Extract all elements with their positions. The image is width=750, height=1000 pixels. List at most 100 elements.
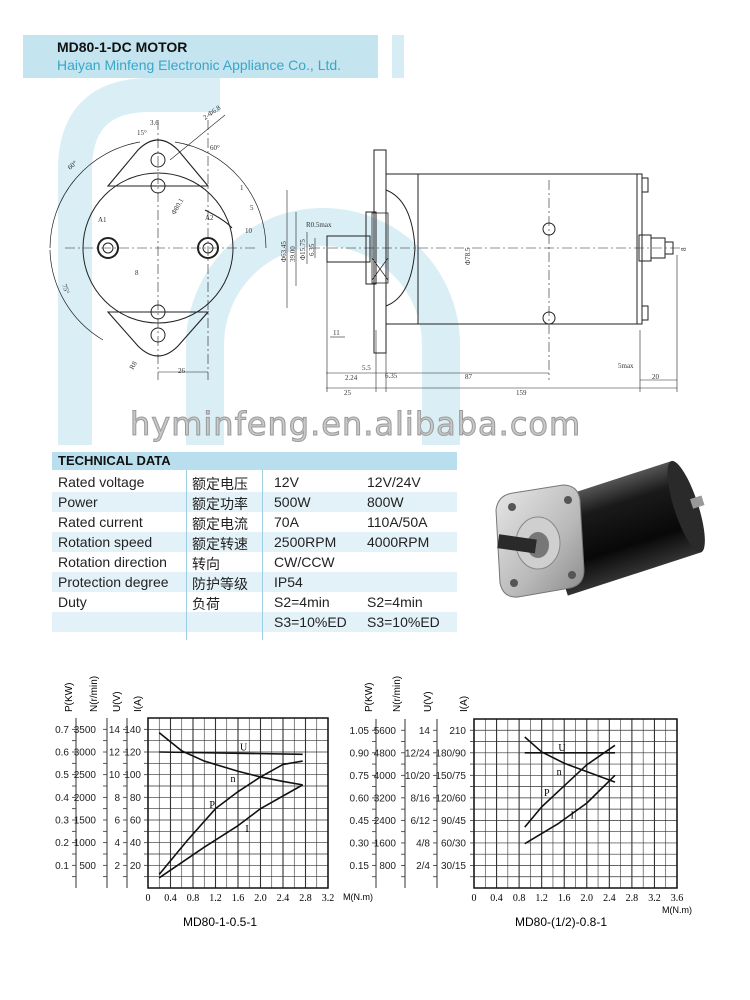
y-tick-label: 0.7 [55, 725, 69, 736]
y-tick-label: 0.15 [350, 861, 370, 872]
dim-label: 1 [240, 184, 244, 192]
dim-label: 5 [250, 204, 254, 212]
y-tick-label: 0.30 [350, 838, 370, 849]
x-tick-label: 0.8 [513, 893, 526, 904]
y-tick-label: 10/20 [405, 771, 430, 782]
dim-label: 25 [344, 389, 352, 397]
y-tick-label: 4000 [374, 771, 397, 782]
y-tick-label: 14 [419, 726, 431, 737]
series-line-I [158, 784, 304, 879]
series-label: P [544, 788, 550, 799]
y-tick-label: 3000 [74, 748, 97, 759]
y-tick-label: 0.6 [55, 748, 69, 759]
spec-label: Rated voltage [58, 474, 145, 490]
x-tick-label: 0.8 [187, 893, 200, 904]
y-tick-label: 80 [130, 793, 142, 804]
x-tick-label: 3.2 [322, 893, 335, 904]
spec-label-cn: 额定转速 [192, 536, 248, 552]
y-tick-label: 4/8 [416, 838, 430, 849]
plot-frame [147, 717, 329, 889]
dim-label: 6.35 [308, 243, 316, 256]
y-tick-label: 60 [130, 816, 142, 827]
y-tick-label: 14 [109, 725, 121, 736]
dim-label: 11 [333, 329, 340, 337]
x-tick-label: 2.0 [581, 893, 594, 904]
y-tick-label: 0.1 [55, 861, 69, 872]
x-tick-label: 2.0 [254, 893, 267, 904]
x-axis-label: M(N.m) [662, 905, 692, 915]
spec-value-12v: 2500RPM [274, 534, 337, 550]
y-axis-label: P(KW) [364, 683, 375, 712]
spec-value-12v: CW/CCW [274, 554, 335, 570]
company-name: Haiyan Minfeng Electronic Appliance Co.,… [57, 57, 342, 73]
series-label: n [230, 774, 235, 785]
spec-value-alt: 800W [367, 494, 404, 510]
dim-label: Φ78.5 [464, 247, 472, 265]
x-axis-label: M(N.m) [343, 892, 373, 902]
column-divider [262, 470, 263, 640]
spec-value-12v: 70A [274, 514, 299, 530]
y-tick-label: 1600 [374, 838, 397, 849]
x-tick-label: 1.6 [558, 893, 571, 904]
side-view-dimensions: Φ63.45 39.00 Φ15.75 6.35 R0.5max Φ78.5 1… [280, 221, 688, 397]
dim-label: 8 [135, 269, 139, 277]
y-tick-label: 6 [114, 816, 120, 827]
dim-label: A2 [205, 214, 214, 222]
spec-value-12v: IP54 [274, 574, 303, 590]
y-tick-label: 12/24 [405, 748, 430, 759]
y-tick-label: 3500 [74, 725, 97, 736]
x-tick-label: 1.6 [232, 893, 245, 904]
spec-label: Rotation speed [58, 534, 153, 550]
spec-label: Duty [58, 594, 87, 610]
y-tick-label: 90/45 [441, 816, 466, 827]
x-tick-label: 1.2 [535, 893, 548, 904]
y-tick-label: 20 [130, 861, 142, 872]
spec-value-12v: 500W [274, 494, 311, 510]
header-band [23, 35, 378, 78]
series-label: U [558, 743, 566, 754]
spec-label: Rated current [58, 514, 143, 530]
spec-label: Rotation direction [58, 554, 167, 570]
y-tick-label: 0.2 [55, 838, 69, 849]
y-axis-label: P(KW) [64, 683, 75, 712]
technical-data-heading: TECHNICAL DATA [52, 452, 457, 470]
series-label: P [209, 800, 215, 811]
x-tick-label: 0 [472, 893, 477, 904]
x-tick-label: 2.8 [299, 893, 312, 904]
y-tick-label: 180/90 [435, 748, 466, 759]
y-tick-label: 800 [379, 861, 396, 872]
series-line-P [158, 760, 303, 875]
y-tick-label: 2/4 [416, 861, 430, 872]
y-axis-label: I(A) [133, 696, 144, 712]
y-tick-label: 210 [449, 726, 466, 737]
y-tick-label: 1500 [74, 816, 97, 827]
spec-label-cn: 转向 [192, 556, 220, 572]
x-tick-label: 2.4 [277, 893, 290, 904]
front-view-dimensions: 3.6 15° 2-Φ6.8 60° 60° Φ80.1 A1 A2 75° 8… [60, 104, 254, 375]
dim-label: 26 [178, 367, 186, 375]
x-tick-label: 3.6 [671, 893, 684, 904]
x-tick-label: 1.2 [209, 893, 222, 904]
dim-label: A1 [98, 216, 107, 224]
y-tick-label: 0.5 [55, 770, 69, 781]
y-tick-label: 5600 [374, 726, 397, 737]
y-tick-label: 12 [109, 748, 121, 759]
y-tick-label: 0.75 [350, 771, 370, 782]
y-tick-label: 0.4 [55, 793, 69, 804]
dim-label: Φ15.75 [299, 239, 307, 260]
y-tick-label: 140 [124, 725, 141, 736]
dim-label: 10 [245, 227, 253, 235]
dim-label: R8 [128, 359, 139, 371]
spec-label-cn: 额定电压 [192, 476, 248, 492]
dim-label: 15° [137, 129, 147, 137]
chart-title: MD80-1-0.5-1 [183, 915, 257, 929]
x-tick-label: 2.8 [626, 893, 639, 904]
